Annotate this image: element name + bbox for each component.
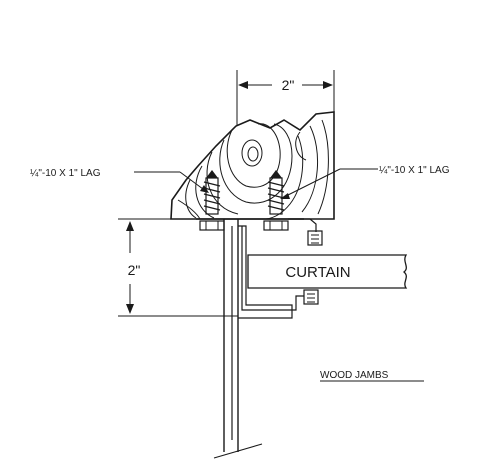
top-dimension-label: 2" — [282, 77, 295, 93]
detail-title-text: WOOD JAMBS — [320, 370, 389, 381]
lower-clip — [303, 289, 319, 305]
top-dimension: 2" — [236, 70, 335, 126]
right-lag-callout: ¼"-10 X 1" LAG — [280, 164, 450, 199]
upper-clip — [307, 230, 323, 246]
right-lag-screw — [263, 170, 289, 231]
left-dimension: 2" — [118, 218, 238, 317]
left-dimension-label: 2" — [128, 262, 141, 278]
curtain: CURTAIN — [247, 254, 408, 289]
wood-jamb-block — [170, 111, 335, 220]
detail-title: WOOD JAMBS — [320, 370, 424, 382]
left-lag-label: ¼"-10 X 1" LAG — [30, 167, 101, 179]
left-lag-screw — [199, 170, 225, 231]
curtain-guide-bracket — [196, 218, 317, 459]
right-lag-label: ¼"-10 X 1" LAG — [379, 164, 450, 176]
curtain-label: CURTAIN — [285, 264, 350, 281]
left-lag-callout: ¼"-10 X 1" LAG — [30, 167, 209, 193]
